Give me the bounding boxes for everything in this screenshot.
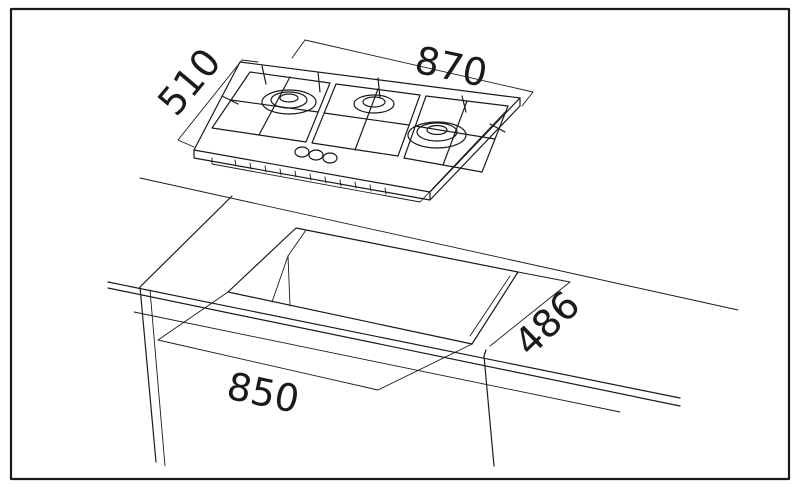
dimension-label-486: 486 xyxy=(506,282,589,364)
knob-1 xyxy=(294,146,310,158)
worktop-cutout xyxy=(227,227,519,345)
hob-burner-left xyxy=(261,89,317,115)
hob-underside xyxy=(211,111,506,203)
dim-line-510 xyxy=(177,59,243,141)
knob-3 xyxy=(322,152,338,164)
cutout-inner-wall-right xyxy=(469,275,511,337)
worktop-front-top-edge xyxy=(107,281,681,399)
cutout-dimension-lines xyxy=(157,271,571,391)
dim-line-486-ext xyxy=(517,271,571,283)
worktop-front-bottom-edge xyxy=(107,287,681,407)
diagram-frame xyxy=(9,7,791,481)
cabinet-right-side xyxy=(483,349,495,467)
worktop-back-edge xyxy=(139,177,739,311)
cutout-inner-edge xyxy=(287,255,291,307)
dim-line-850 xyxy=(157,339,379,391)
dim-line-486 xyxy=(489,281,571,347)
hob-control-knobs xyxy=(294,146,338,164)
cabinet-left-inner xyxy=(149,289,166,467)
knob-2 xyxy=(308,149,324,161)
dim-line-870 xyxy=(304,39,534,93)
dimension-label-850: 850 xyxy=(223,364,303,422)
hob-burner-center xyxy=(353,94,395,114)
hob-vents xyxy=(234,159,387,195)
worktop-cabinet xyxy=(107,177,739,467)
gas-hob xyxy=(193,61,521,203)
hob-dimension-lines xyxy=(177,39,534,148)
hob-burner-right xyxy=(407,121,467,149)
dimension-label-510: 510 xyxy=(149,40,229,124)
cabinet-plinth-line xyxy=(133,311,621,413)
cabinet-left-side xyxy=(139,195,233,463)
dimension-label-870: 870 xyxy=(411,38,491,96)
